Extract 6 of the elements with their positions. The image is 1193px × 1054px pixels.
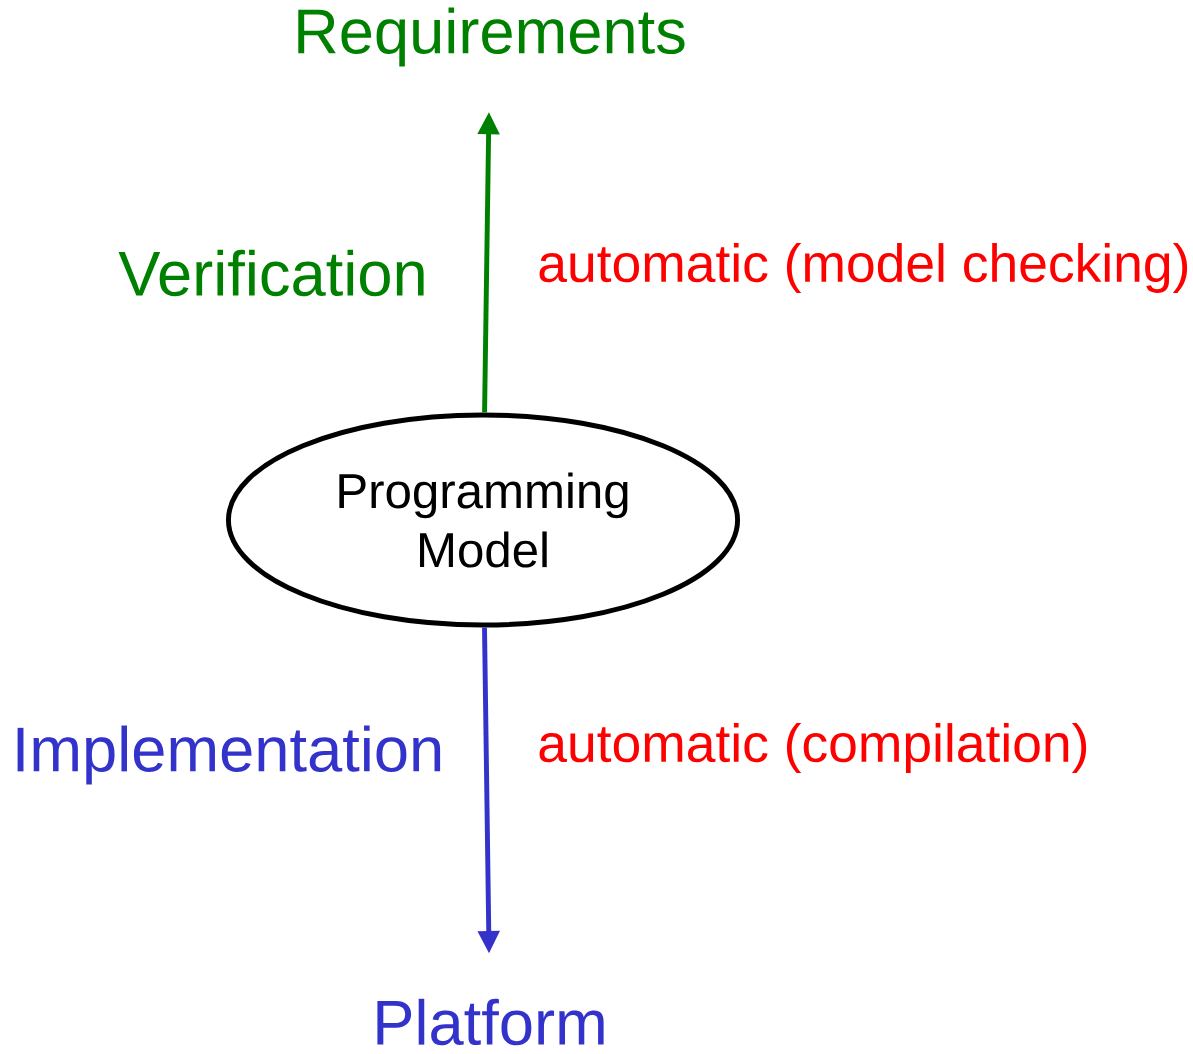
text-label: automatic (model checking) [539,243,1188,293]
node-label: Requirements [298,7,685,67]
text-label: Verification [118,249,424,297]
text-label: Implementation [17,725,441,785]
node-label: Platform [377,998,604,1046]
text-label: automatic (compilation) [539,723,1087,773]
